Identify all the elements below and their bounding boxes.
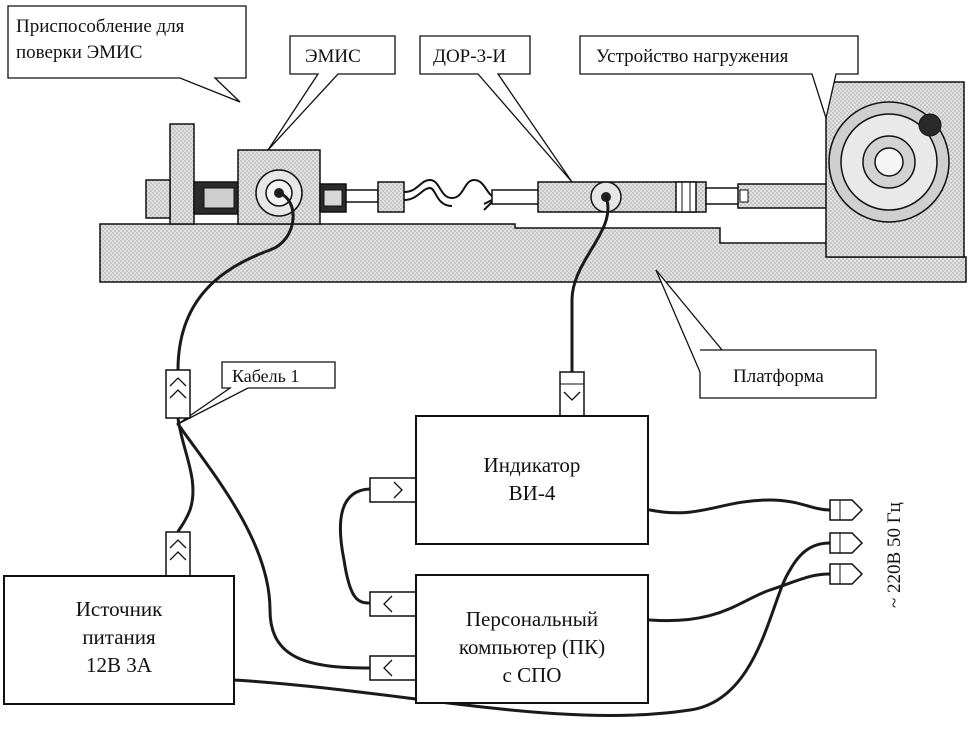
psu-line3: 12В 3А <box>86 653 153 677</box>
coupling-hook <box>403 178 497 211</box>
pc-line2: компьютер (ПК) <box>459 635 605 659</box>
emis-sensor <box>237 149 321 225</box>
psu-block: Источник питания 12В 3А <box>3 575 235 705</box>
callout-fixture-line2: поверки ЭМИС <box>16 42 142 63</box>
callout-platform-label: Платформа <box>733 366 824 387</box>
callout-cable1-label: Кабель 1 <box>232 366 299 386</box>
connector-psu <box>165 531 191 577</box>
fixture-bracket <box>145 123 195 225</box>
pc-line1: Персональный <box>466 607 598 631</box>
callout-platform: Платформа <box>655 269 877 399</box>
connector-indicator-left <box>369 477 417 503</box>
emis-rod <box>319 181 405 213</box>
connector-indicator-top <box>559 371 585 417</box>
indicator-line2: ВИ-4 <box>509 481 556 505</box>
mains-plug-3 <box>829 563 864 585</box>
callout-emis: ЭМИС <box>267 35 396 151</box>
mains-plug-1 <box>829 499 864 521</box>
indicator-line1: Индикатор <box>484 453 581 477</box>
connector-cable1 <box>165 369 191 419</box>
pc-line3: с СПО <box>503 663 562 687</box>
callout-dor-label: ДОР-3-И <box>433 46 506 67</box>
psu-line2: питания <box>82 625 156 649</box>
indicator-block: Индикатор ВИ-4 <box>415 415 649 545</box>
mains-label: ~ 220В 50 Гц <box>884 502 905 608</box>
connector-pc-upper <box>369 591 417 617</box>
connector-pc-lower <box>369 655 417 681</box>
cables <box>176 191 832 717</box>
callout-loading-device-label: Устройство нагружения <box>596 46 789 67</box>
callout-fixture-line1: Приспособление для <box>16 16 185 37</box>
pc-block: Персональный компьютер (ПК) с СПО <box>415 574 649 704</box>
callout-cable1: Кабель 1 <box>177 361 336 425</box>
mains-plug-2 <box>829 532 864 554</box>
callout-fixture: Приспособление для поверки ЭМИС <box>7 5 247 103</box>
loading-device <box>825 81 965 258</box>
callout-dor: ДОР-3-И <box>419 35 573 183</box>
psu-line1: Источник <box>76 597 163 621</box>
callout-loading-device: Устройство нагружения <box>579 35 859 121</box>
dor-dynamometer <box>491 181 833 213</box>
fixture-shaft <box>193 181 239 215</box>
callout-emis-label: ЭМИС <box>305 46 361 67</box>
